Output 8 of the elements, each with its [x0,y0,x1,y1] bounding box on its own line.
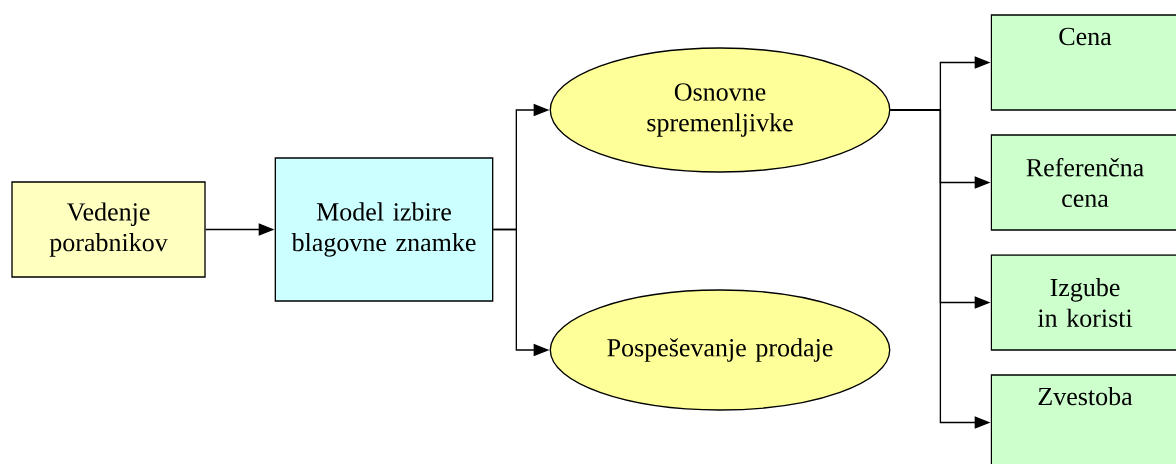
process-box: Vedenje porabnikov [11,181,206,278]
process-box: Model izbire blagovne znamke [274,157,494,302]
factor-box: Referenčna cena [990,134,1176,231]
factor-box: Izgube in koristi [990,254,1176,351]
factor-box: Zvestoba [990,374,1176,464]
ellipse-node: Pospeševanje prodaje [549,289,891,411]
ellipse-node: Osnovne spremenljivke [549,47,891,173]
factor-box: Cena [990,14,1176,111]
